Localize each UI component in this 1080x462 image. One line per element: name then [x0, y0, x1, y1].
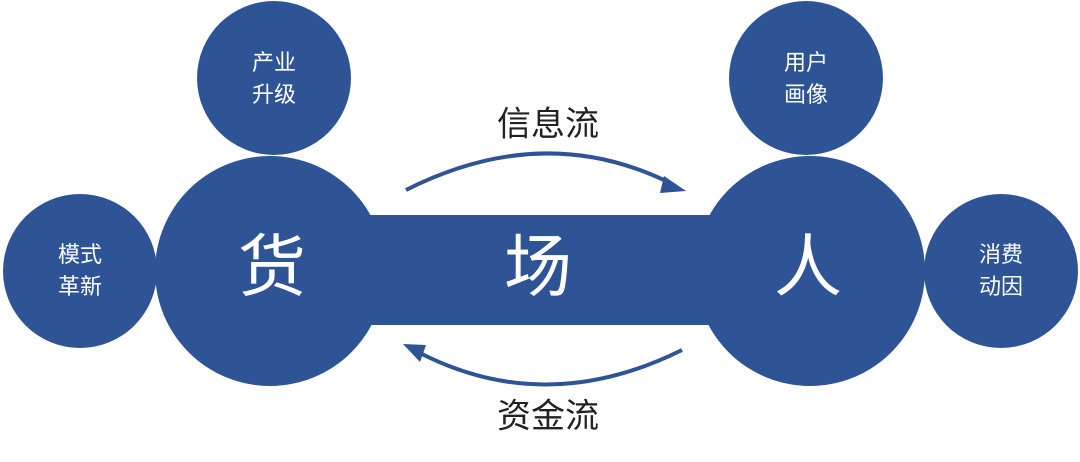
people-node: 人: [695, 156, 925, 386]
user-portrait-node: 用户 画像: [729, 1, 883, 155]
information-flow-label: 信息流: [497, 105, 599, 145]
model-innovation-line2: 革新: [58, 275, 102, 300]
user-portrait-line2: 画像: [784, 83, 828, 108]
consumer-motivation-line2: 动因: [979, 275, 1023, 300]
capital-flow-label: 资金流: [497, 397, 599, 437]
place-label: 场: [504, 229, 572, 308]
model-innovation-line1: 模式: [58, 243, 102, 268]
place-bar: [330, 215, 750, 325]
model-innovation-node: 模式 革新: [3, 194, 157, 348]
consumer-motivation-node: 消费 动因: [924, 194, 1078, 348]
capital-flow-arrow-icon: [403, 344, 683, 387]
information-flow-arrow-icon: [405, 151, 686, 193]
industry-upgrade-line2: 升级: [252, 83, 296, 108]
people-label: 人: [774, 229, 842, 308]
industry-upgrade-line1: 产业: [252, 51, 296, 76]
consumer-motivation-line1: 消费: [979, 243, 1023, 268]
user-portrait-line1: 用户: [784, 51, 828, 76]
industry-upgrade-node: 产业 升级: [197, 1, 351, 155]
goods-node: 货: [155, 156, 385, 386]
goods-label: 货: [238, 229, 306, 308]
